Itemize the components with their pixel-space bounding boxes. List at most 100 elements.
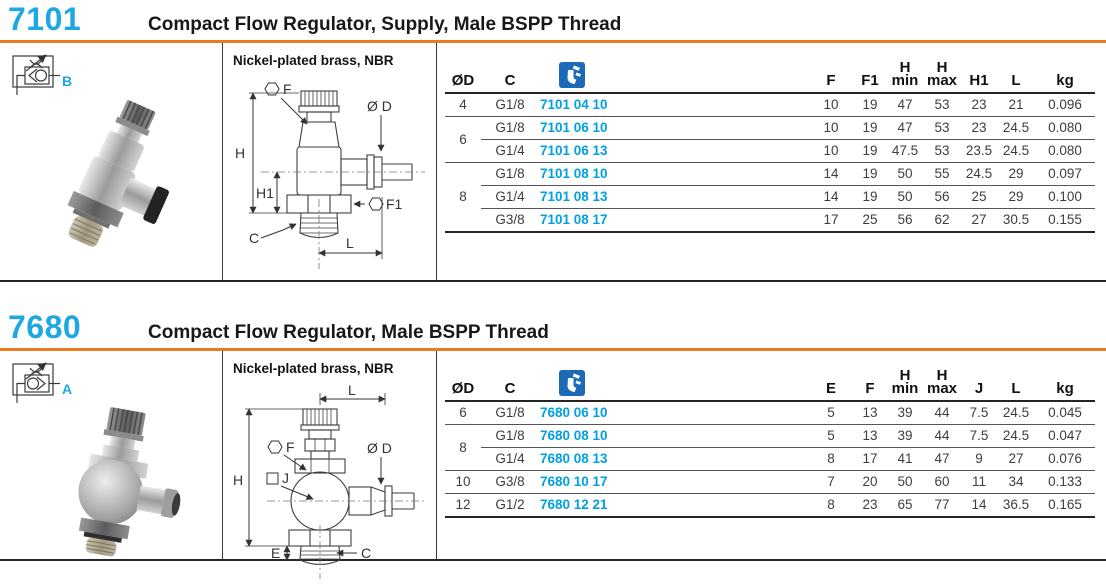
- cell-value: 0.165: [1035, 493, 1095, 517]
- cell-value: 19: [853, 139, 887, 163]
- drawing-label-f: F: [286, 439, 295, 455]
- section-7680: 7680 Compact Flow Regulator, Male BSPP T…: [0, 308, 1106, 579]
- drawing-label-h: H: [235, 145, 245, 161]
- cell-value: 41: [887, 447, 923, 471]
- cell-value: 29: [997, 185, 1035, 209]
- material-label: Nickel-plated brass, NBR: [233, 53, 394, 68]
- cell-value: 23: [853, 493, 887, 517]
- col-header-f1: F1: [853, 49, 887, 94]
- cell-value: 50: [887, 185, 923, 209]
- cell-value: 8: [809, 493, 853, 517]
- technical-drawing: L F Ø D H J E C: [233, 385, 425, 579]
- cell-value: 5: [827, 405, 835, 420]
- flow-regulator-symbol-icon: [8, 51, 64, 102]
- cell-value: 36.5: [997, 493, 1035, 517]
- table-row: 10 G3/8 7680 10 17 7 20 50 60 11 34 0.13…: [445, 470, 1095, 494]
- cell-od: 8: [445, 162, 481, 232]
- col-header-hmin: H min: [887, 49, 923, 94]
- cell-value: 0.080: [1035, 139, 1095, 163]
- drawing-label-c: C: [249, 230, 259, 246]
- cell-value: 10: [823, 97, 839, 112]
- cell-value: 17: [809, 208, 853, 232]
- flow-regulator-symbol-icon: [8, 359, 64, 410]
- cell-value: 24.5: [997, 139, 1035, 163]
- spec-table: ØD C E: [445, 357, 1095, 518]
- cell-value: 9: [961, 447, 997, 471]
- symbol-letter: B: [62, 73, 73, 89]
- col-header-part: [539, 49, 809, 94]
- cell-value: 19: [862, 97, 878, 112]
- table-row: G1/4 7680 08 13 8 17 41 47 9 27 0.076: [445, 447, 1095, 471]
- cell-c: G1/8: [495, 405, 525, 420]
- cell-value: 53: [923, 116, 961, 140]
- table-row: G1/4 7101 06 13 10 19 47.5 53 23.5 24.5 …: [445, 139, 1095, 163]
- part-number: 7680 08 13: [539, 447, 809, 471]
- col-header-hmin: H min: [887, 357, 923, 402]
- cell-value: 19: [853, 185, 887, 209]
- table-column: ØD C F: [437, 43, 1106, 280]
- part-number: 7680 06 10: [540, 405, 608, 420]
- part-number: 7680 08 10: [539, 424, 809, 448]
- drawing-label-h1: H1: [256, 185, 274, 201]
- cell-value: 0.080: [1035, 116, 1095, 140]
- orange-rule: [0, 348, 1106, 351]
- cell-c: G1/8: [481, 116, 539, 140]
- cell-value: 77: [923, 493, 961, 517]
- hex-symbol: [264, 82, 280, 96]
- cell-od: 6: [445, 116, 481, 163]
- cell-od: 8: [445, 424, 481, 471]
- photo-column: A: [0, 351, 222, 559]
- cell-value: 7.5: [961, 424, 997, 448]
- cell-value: 30.5: [997, 208, 1035, 232]
- col-header-od: ØD: [445, 357, 481, 402]
- cell-value: 17: [853, 447, 887, 471]
- cell-c: G1/2: [481, 493, 539, 517]
- col-header-hmax: H max: [923, 357, 961, 402]
- cell-value: 7.5: [969, 405, 989, 420]
- part-number: 7101 04 10: [540, 97, 608, 112]
- cell-value: 23: [971, 97, 987, 112]
- col-header-h1: H1: [961, 49, 997, 94]
- header-sub: min: [891, 380, 919, 397]
- drawing-label-od: Ø D: [367, 440, 392, 456]
- legris-logo: [559, 62, 585, 92]
- cell-value: 50: [887, 470, 923, 494]
- section-7101: 7101 Compact Flow Regulator, Supply, Mal…: [0, 0, 1106, 282]
- header-sub: min: [891, 72, 919, 89]
- col-header-j: J: [961, 357, 997, 402]
- section-title: Compact Flow Regulator, Male BSPP Thread: [148, 322, 549, 343]
- drawing-label-h: H: [233, 472, 243, 488]
- header-top: H: [936, 59, 948, 76]
- cell-od: 12: [445, 493, 481, 517]
- cell-value: 19: [853, 116, 887, 140]
- drawing-label-f: F: [283, 81, 292, 97]
- cell-value: 0.096: [1048, 97, 1082, 112]
- drawing-label-j: J: [282, 470, 289, 486]
- cell-value: 25: [853, 208, 887, 232]
- cell-value: 60: [923, 470, 961, 494]
- cell-value: 5: [809, 424, 853, 448]
- part-number: 7101 08 10: [539, 162, 809, 186]
- col-header-l: L: [997, 357, 1035, 402]
- spec-table: ØD C F: [445, 49, 1095, 233]
- part-number: 7101 06 13: [539, 139, 809, 163]
- col-header-od: ØD: [445, 49, 481, 94]
- cell-value: 53: [923, 139, 961, 163]
- technical-drawing: F Ø D H H1 F1 C L: [235, 81, 425, 269]
- cell-value: 29: [997, 162, 1035, 186]
- cell-c: G1/4: [481, 447, 539, 471]
- cell-c: G1/4: [481, 139, 539, 163]
- col-header-part: [539, 357, 809, 402]
- cell-value: 56: [887, 208, 923, 232]
- hex-symbol: [267, 440, 283, 454]
- cell-value: 10: [809, 116, 853, 140]
- header-sub: max: [926, 72, 958, 89]
- cell-value: 47: [897, 97, 913, 112]
- cell-value: 24.5: [997, 424, 1035, 448]
- cell-value: 20: [853, 470, 887, 494]
- cell-value: 25: [961, 185, 997, 209]
- cell-value: 39: [897, 405, 913, 420]
- header-top: H: [936, 367, 948, 384]
- cell-c: G1/8: [481, 424, 539, 448]
